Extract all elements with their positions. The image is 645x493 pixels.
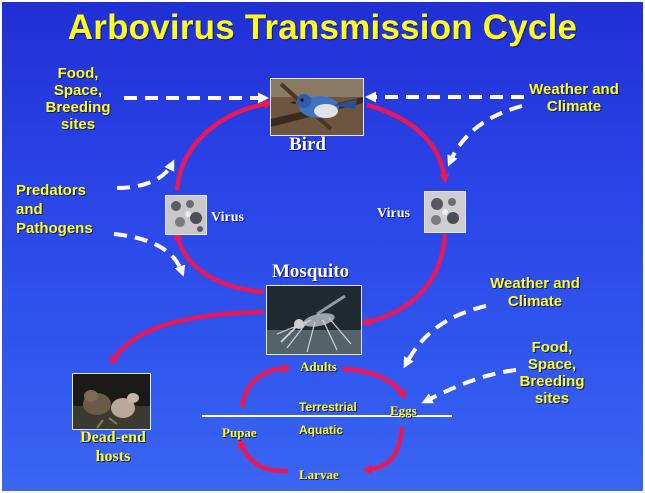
dashed-weather-to-eggs — [406, 306, 486, 364]
virus-right-label: Virus — [377, 206, 410, 222]
stage-pupae-label: Pupae — [222, 425, 257, 441]
mosquito-image — [267, 286, 361, 354]
arrow-bird-to-virus-right — [367, 105, 445, 180]
bird-image — [271, 79, 363, 135]
factor-weather-climate-top: Weather and Climate — [524, 81, 624, 115]
arrow-virus-left-to-bird — [177, 103, 270, 190]
factor-weather-climate-bottom: Weather and Climate — [485, 275, 585, 311]
arrow-eggs-to-larvae — [366, 427, 402, 470]
virus-left-label: Virus — [211, 210, 244, 226]
factor-food-space-bottom: Food, Space, Breeding sites — [507, 339, 597, 407]
arrow-mosquito-to-dead-end — [112, 312, 264, 362]
dashed-predators-down — [114, 234, 182, 272]
dashed-predators-up — [117, 164, 172, 188]
bird-label: Bird — [289, 134, 326, 156]
dashed-food-to-eggs — [426, 370, 516, 401]
stage-larvae-label: Larvae — [299, 467, 339, 483]
arrow-larvae-to-pupae — [240, 442, 288, 471]
aquatic-label: Aquatic — [299, 423, 343, 437]
virus-left-image — [165, 195, 207, 235]
factor-food-space-top: Food, Space, Breeding sites — [30, 65, 126, 133]
arrow-adults-to-eggs — [342, 369, 404, 396]
mosquito-photo — [266, 285, 362, 355]
virus-right-image — [424, 191, 466, 233]
stage-eggs-label: Eggs — [390, 403, 417, 419]
stage-adults-label: Adults — [300, 359, 337, 375]
terrestrial-label: Terrestrial — [299, 400, 357, 414]
mosquito-label: Mosquito — [272, 261, 349, 283]
dead-end-hosts-photo — [72, 373, 151, 430]
factor-predators-pathogens: Predators and Pathogens — [16, 181, 116, 238]
arrow-virus-right-to-mosquito — [364, 234, 445, 323]
dashed-weather-to-bird-virus — [450, 106, 522, 162]
diagram-title: Arbovirus Transmission Cycle — [2, 8, 643, 48]
arrow-pupae-to-adults — [242, 368, 288, 407]
bird-photo — [270, 78, 364, 136]
arrow-mosquito-to-virus-left — [177, 234, 264, 292]
dead-end-hosts-label: Dead-end hosts — [68, 428, 158, 466]
dead-end-hosts-image — [73, 374, 150, 429]
